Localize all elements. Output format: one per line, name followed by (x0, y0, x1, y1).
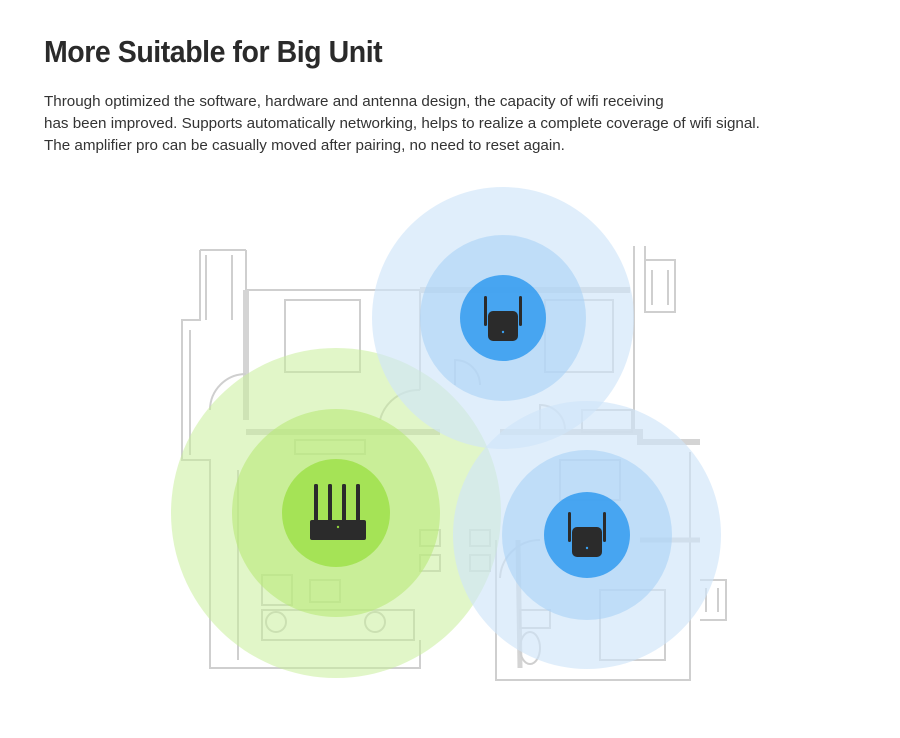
page-title: More Suitable for Big Unit (44, 34, 383, 69)
router-coverage (171, 348, 501, 678)
wifi-extender-icon (484, 296, 522, 341)
router-core (282, 459, 390, 567)
description-line: Through optimized the software, hardware… (44, 93, 664, 110)
wifi-extender-icon (568, 512, 606, 557)
description-line: The amplifier pro can be casually moved … (44, 137, 565, 154)
description: Through optimized the software, hardware… (44, 91, 874, 157)
router-icon (310, 484, 366, 540)
description-line: has been improved. Supports automaticall… (44, 115, 760, 132)
